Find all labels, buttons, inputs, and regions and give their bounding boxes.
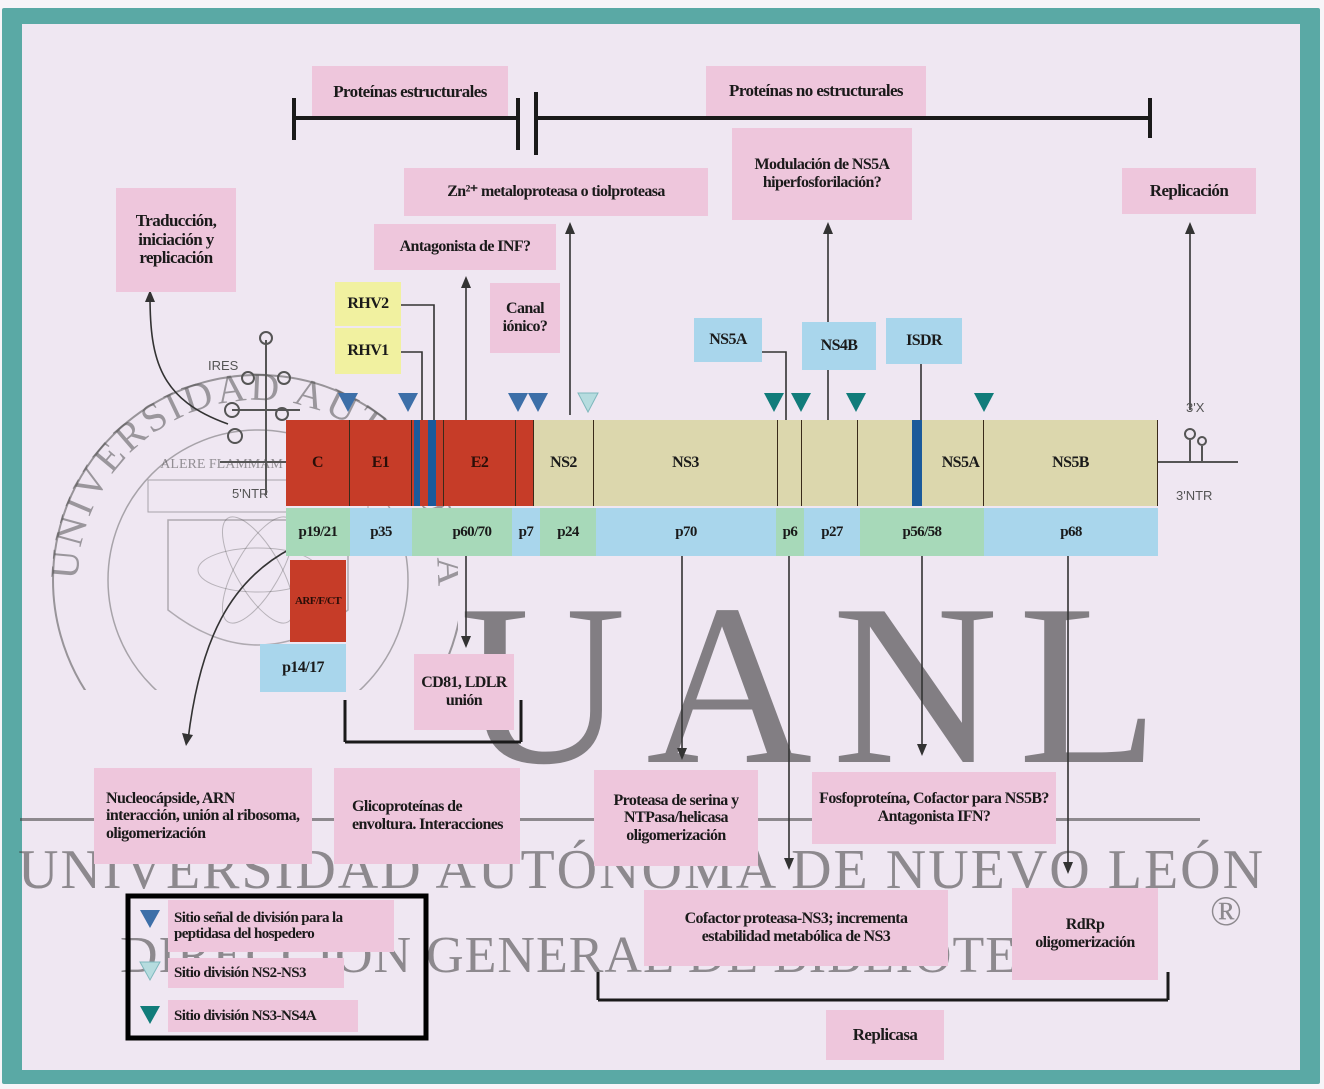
translation-label: Traducción, iniciación y replicación [116, 188, 236, 292]
ns4b-marker-box: NS4B [802, 322, 876, 370]
isdr-box: ISDR [886, 318, 962, 364]
protein-p56-58: p56/58 [860, 508, 984, 556]
protein-p70: p70 [596, 508, 776, 556]
utr3-label: 3'NTR [1176, 488, 1212, 503]
legend-item-ns2-ns3: Sitio división NS2-NS3 [168, 958, 344, 988]
utr5-label: 5'NTR [232, 486, 268, 501]
segment-ns4b [802, 420, 858, 506]
zn-protease-label: Zn²⁺ metaloproteasa o tiolproteasa [404, 168, 708, 216]
x3-label: 3'X [1186, 400, 1204, 415]
segment-p7 [516, 420, 534, 506]
ns5a-marker-box: NS5A [694, 318, 762, 362]
ires-label: IRES [208, 358, 238, 373]
nucleocapsid-label: Nucleocápside, ARN interacción, unión al… [94, 768, 312, 864]
protein-p7: p7 [512, 508, 540, 556]
glycoproteins-label: Glicoproteínas de envoltura. Interaccion… [334, 768, 520, 864]
protein-p6: p6 [776, 508, 804, 556]
phosphoprotein-label: Fosfoproteína, Cofactor para NS5B? Antag… [812, 772, 1056, 844]
cofactor-label: Cofactor proteasa-NS3; incrementa estabi… [644, 890, 948, 966]
hvr2-stripe [428, 420, 436, 506]
cd81-label: CD81, LDLR unión [414, 654, 514, 730]
protein-p68: p68 [984, 508, 1158, 556]
hvr1-stripe [414, 420, 420, 506]
isdr-stripe [912, 420, 922, 506]
segment-ns4a [778, 420, 802, 506]
replicase-label: Replicasa [826, 1010, 944, 1060]
replication-label: Replicación [1122, 168, 1256, 214]
segment-e2: E2 [444, 420, 516, 506]
protein-p19-21: p19/21 [286, 508, 350, 556]
protein-p24: p24 [540, 508, 596, 556]
rhv2-box: RHV2 [335, 282, 401, 326]
protein-p35: p35 [350, 508, 412, 556]
segment-c: C [286, 420, 350, 506]
rdrp-label: RdRp oligomerización [1012, 888, 1158, 980]
rhv1-box: RHV1 [335, 328, 401, 374]
inf-antagonist-label: Antagonista de INF? [374, 224, 556, 270]
segment-e1: E1 [350, 420, 412, 506]
segment-ns3: NS3 [594, 420, 778, 506]
ns5a-modulation-label: Modulación de NS5A hiperfosforilación? [732, 128, 912, 220]
segment-ns2: NS2 [534, 420, 594, 506]
protein-p60-70: p60/70 [432, 508, 512, 556]
ion-channel-label: Canal iónico? [490, 283, 560, 353]
arf-segment: ARF/F/CT [290, 560, 346, 642]
legend-item-host-peptidase: Sitio señal de división para la peptidas… [168, 900, 394, 952]
legend-item-ns3-ns4a: Sitio división NS3-NS4A [168, 1000, 358, 1032]
protein-p27: p27 [804, 508, 860, 556]
segment-ns5b: NS5B [984, 420, 1158, 506]
arf-protein-box: p14/17 [260, 644, 346, 692]
protein-gap [412, 508, 432, 556]
serine-protease-label: Proteasa de serina y NTPasa/helicasa oli… [594, 770, 758, 866]
